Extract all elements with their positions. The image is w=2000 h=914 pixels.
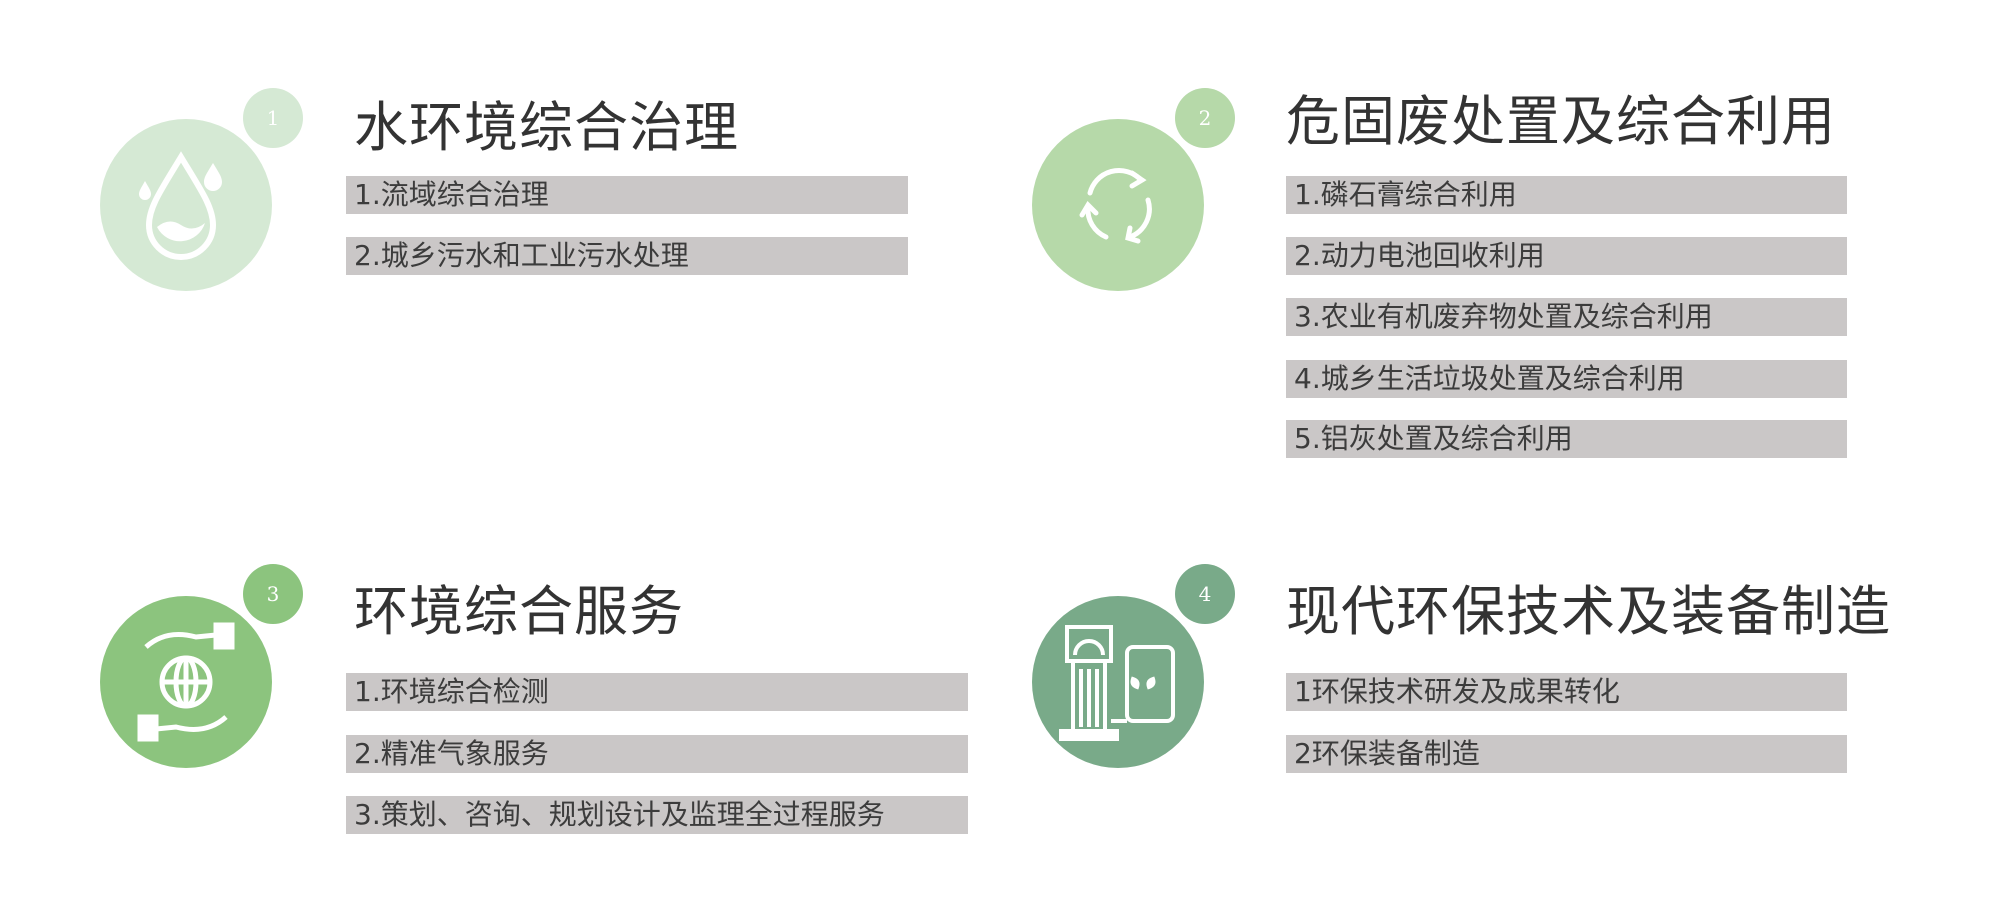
list-item: 5.铝灰处置及综合利用	[1286, 420, 1847, 458]
section-number-badge: 2	[1175, 88, 1235, 148]
list-item: 1环保技术研发及成果转化	[1286, 673, 1847, 711]
section-number-badge: 4	[1175, 564, 1235, 624]
section-title: 危固废处置及综合利用	[1286, 90, 1836, 153]
list-item: 3.农业有机废弃物处置及综合利用	[1286, 298, 1847, 336]
list-item: 1.环境综合检测	[346, 673, 968, 711]
section-title: 现代环保技术及装备制造	[1286, 580, 1891, 643]
list-item: 3.策划、咨询、规划设计及监理全过程服务	[346, 796, 968, 834]
equipment-icon	[1032, 596, 1204, 768]
list-item: 1.流域综合治理	[346, 176, 908, 214]
section-title: 水环境综合治理	[354, 96, 739, 159]
list-item: 2.城乡污水和工业污水处理	[346, 237, 908, 275]
section-number-badge: 1	[243, 88, 303, 148]
section-title: 环境综合服务	[354, 580, 684, 643]
list-item: 2.精准气象服务	[346, 735, 968, 773]
list-item: 4.城乡生活垃圾处置及综合利用	[1286, 360, 1847, 398]
globe-hands-icon	[100, 596, 272, 768]
section-number-badge: 3	[243, 564, 303, 624]
list-item: 2环保装备制造	[1286, 735, 1847, 773]
list-item: 2.动力电池回收利用	[1286, 237, 1847, 275]
water-drop-icon	[100, 119, 272, 291]
recycle-icon	[1032, 119, 1204, 291]
list-item: 1.磷石膏综合利用	[1286, 176, 1847, 214]
